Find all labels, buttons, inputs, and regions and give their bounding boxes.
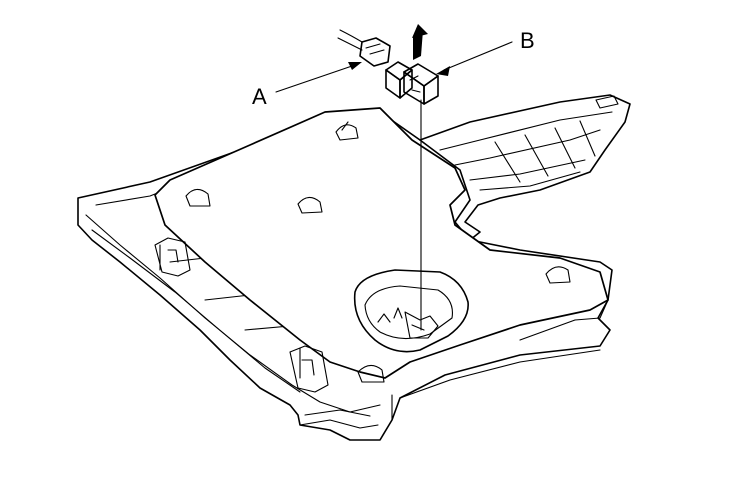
cover-clip-1 — [335, 121, 359, 141]
cover-clip-5 — [357, 364, 385, 383]
callout-b: B — [436, 28, 535, 76]
cover-clip-4 — [545, 266, 571, 284]
tray-frame — [77, 111, 613, 441]
callout-a-label: A — [252, 84, 267, 109]
connector-b — [385, 61, 439, 105]
bracket-left — [154, 237, 191, 277]
cover-clip-2 — [185, 188, 211, 207]
tray-right-arm — [419, 94, 631, 241]
removal-arrow — [412, 24, 428, 60]
callout-b-label: B — [520, 28, 535, 53]
connector-cavity — [353, 269, 469, 353]
cover-panel — [154, 107, 609, 383]
cover-clip-3 — [297, 196, 323, 214]
bracket-right — [289, 345, 329, 393]
callout-a: A — [252, 62, 362, 109]
connector-a — [337, 29, 391, 67]
